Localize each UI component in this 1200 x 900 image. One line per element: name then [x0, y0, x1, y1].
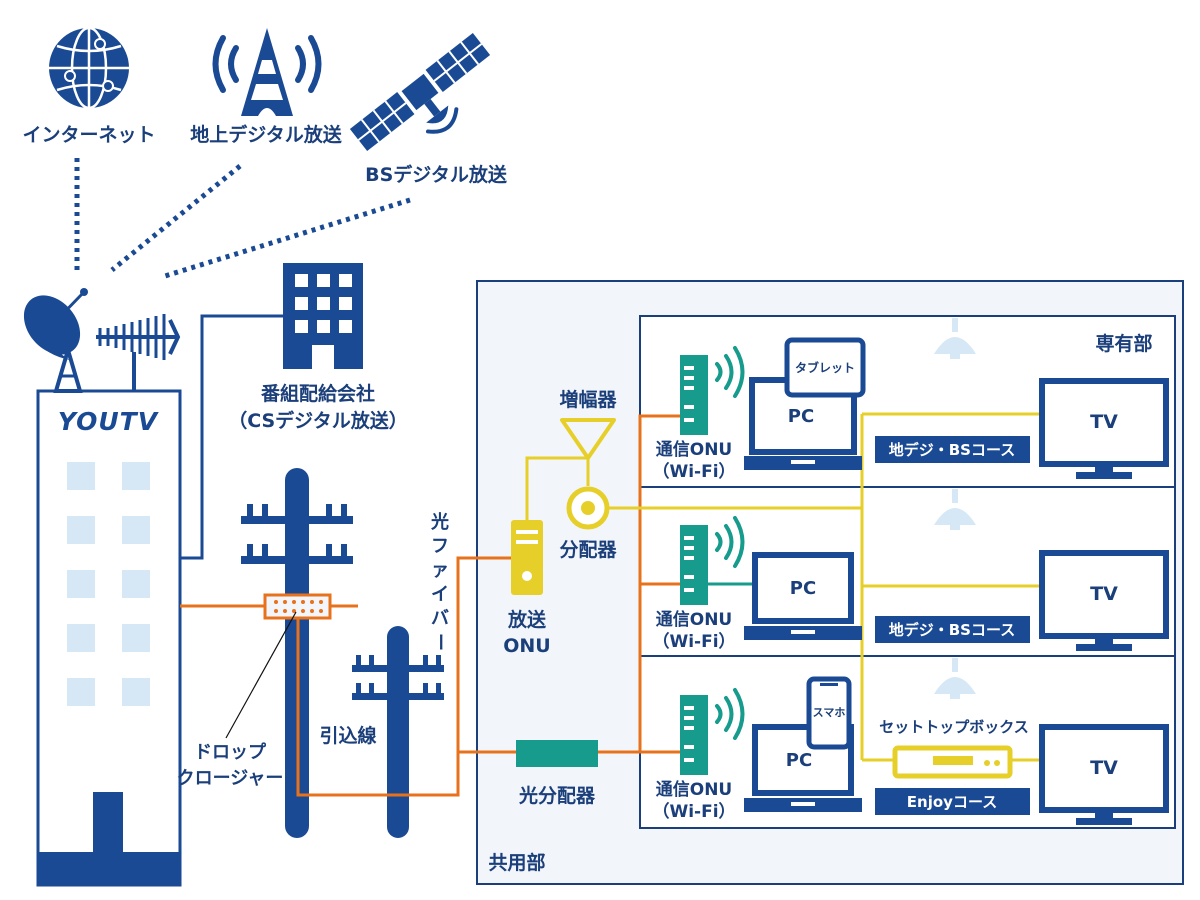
broadcast-onu-device: [511, 520, 543, 595]
utility-pole-secondary: [352, 626, 444, 838]
tv-icon: [1039, 724, 1169, 825]
smartphone-icon: [806, 676, 852, 750]
tv-label: TV: [1090, 757, 1118, 779]
pc-label: PC: [788, 406, 814, 427]
wifi-icon: [715, 516, 745, 568]
optical-splitter-label: 光分配器: [518, 784, 596, 807]
fiber-char: イ: [431, 584, 449, 605]
cs-link-line: [180, 314, 283, 560]
amplifier-icon: [560, 418, 616, 460]
tv-label: TV: [1090, 583, 1118, 605]
drop-wire-label: 引込線: [319, 724, 376, 747]
fiber-vertical-label: 光 フ ァ イ バ ー: [429, 511, 450, 651]
distributor-sublabel: （CSデジタル放送）: [228, 409, 408, 432]
drop-closure-label: ドロップ: [194, 741, 267, 763]
ceiling-lamp-icon: [934, 489, 976, 530]
terrestrial-label: 地上デジタル放送: [190, 123, 343, 146]
splitter-label: 分配器: [559, 539, 617, 561]
smartphone-label: スマホ: [813, 706, 846, 719]
tv-label: TV: [1090, 411, 1118, 433]
tablet-icon: [784, 337, 866, 398]
youtv-logo: YOUTV: [58, 407, 159, 436]
communication-onu-device: [680, 695, 708, 775]
fiber-char: ー: [429, 633, 450, 651]
course-badge-label: 地デジ・BSコース: [889, 441, 1016, 459]
tablet-label: タブレット: [795, 360, 855, 375]
broadcast-onu-sublabel: ONU: [503, 635, 550, 657]
drop-closure-sublabel: クロージャー: [177, 768, 284, 789]
communication-onu-device: [680, 355, 708, 435]
common-area-label: 共用部: [488, 851, 545, 874]
settop-box-icon: [892, 745, 1013, 779]
splitter-icon: [566, 486, 610, 530]
communication-onu-device: [680, 525, 708, 605]
drop-closure-box: [263, 593, 332, 620]
internet-label: インターネット: [22, 124, 155, 146]
globe-icon: [49, 26, 129, 110]
onu-sublabel: （Wi-Fi）: [652, 631, 735, 652]
wifi-icon: [715, 688, 745, 740]
tv-icon: [1039, 550, 1169, 651]
settop-label: セットトップボックス: [879, 718, 1029, 736]
fiber-char: フ: [431, 536, 449, 557]
distributor-label: 番組配給会社: [260, 382, 375, 405]
broadcast-tower-icon: [212, 28, 322, 116]
optical-splitter-device: [516, 740, 598, 767]
course-badge: [875, 436, 1030, 463]
wifi-icon: [715, 346, 745, 398]
satellite-dish-icon: [23, 288, 88, 393]
onu-label: 通信ONU: [656, 609, 732, 630]
course-badge-label: Enjoyコース: [907, 793, 997, 811]
antenna-icon: [96, 314, 181, 391]
private-area-label: 専有部: [1095, 332, 1152, 355]
amplifier-label: 増幅器: [559, 388, 617, 411]
headend-building: [36, 389, 182, 887]
bs-label: BSデジタル放送: [365, 163, 508, 186]
onu-label: 通信ONU: [656, 439, 732, 460]
fiber-char: 光: [430, 511, 449, 533]
coax-lines: [525, 412, 1042, 762]
course-badge: [875, 616, 1030, 643]
laptop-icon: [744, 552, 862, 640]
signal-lines: [74, 158, 411, 279]
pc-label: PC: [786, 750, 812, 771]
fiber-char: バ: [431, 608, 449, 629]
onu-label: 通信ONU: [656, 779, 732, 800]
broadcast-onu-label: 放送: [507, 608, 547, 631]
onu-sublabel: （Wi-Fi）: [652, 801, 735, 822]
course-badge: [875, 788, 1030, 815]
fiber-char: ァ: [431, 560, 449, 581]
tv-icon: [1039, 378, 1169, 479]
ceiling-lamp-icon: [934, 318, 976, 359]
course-badge-label: 地デジ・BSコース: [889, 621, 1016, 639]
satellite-icon: [349, 32, 491, 152]
drop-closure-leader: [225, 611, 297, 739]
ceiling-lamp-icon: [934, 658, 976, 699]
pc-label: PC: [790, 578, 816, 599]
office-building-icon: [283, 263, 363, 369]
onu-sublabel: （Wi-Fi）: [652, 461, 735, 482]
